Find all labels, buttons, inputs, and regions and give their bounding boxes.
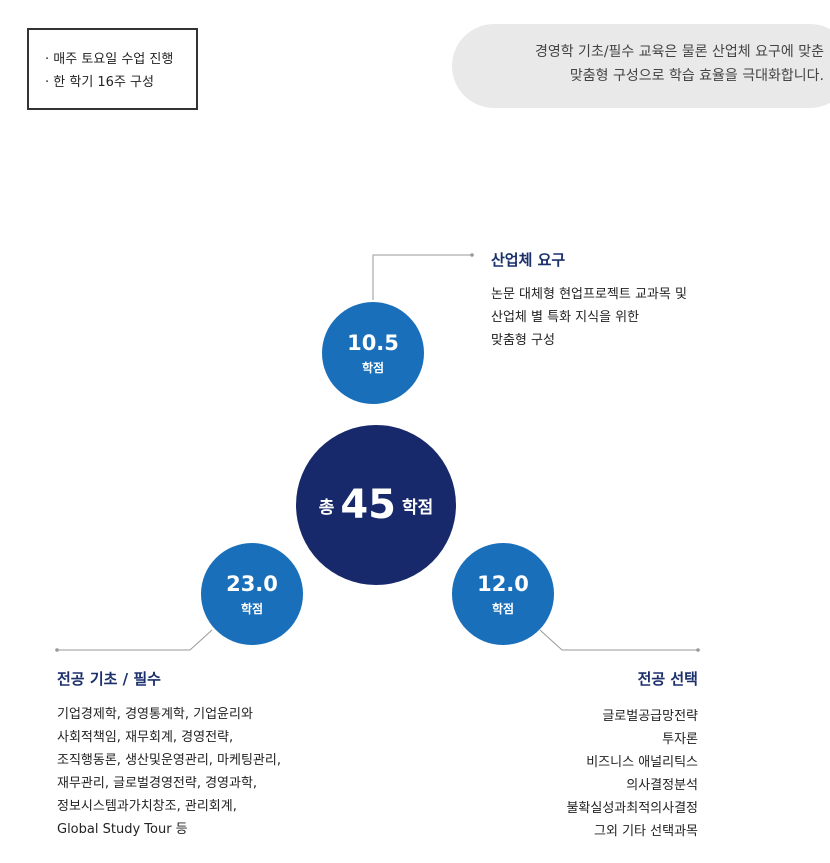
description-line: 글로벌공급망전략	[602, 709, 698, 724]
description-line: 의사결정분석	[626, 778, 698, 793]
major-elective-credit-circle: 12.0 학점	[452, 543, 554, 645]
description-line: 산업체 별 특화 지식을 위한	[491, 310, 640, 325]
description-line: 사회적책임, 재무회계, 경영전략,	[57, 730, 234, 745]
industry-description: 논문 대체형 현업프로젝트 교과목 및 산업체 별 특화 지식을 위한 맞춤형 …	[491, 283, 687, 352]
description-line: 기업경제학, 경영통계학, 기업윤리와	[57, 707, 253, 722]
credit-value: 23.0	[226, 571, 278, 596]
major-basic-connector-dot	[55, 648, 59, 652]
summary-line: 경영학 기초/필수 교육은 물론 산업체 요구에 맞춘	[534, 44, 824, 60]
summary-line: 맞춤형 구성으로 학습 효율을 극대화합니다.	[569, 68, 824, 84]
credit-unit: 학점	[361, 360, 385, 375]
description-line: 재무관리, 글로벌경영전략, 경영과학,	[57, 776, 258, 791]
industry-connector-dot	[470, 253, 474, 257]
description-line: 그외 기타 선택과목	[594, 824, 698, 839]
total-prefix: 총	[318, 497, 335, 518]
description-line: 투자론	[662, 732, 698, 747]
description-line: 조직행동론, 생산및운영관리, 마케팅관리,	[57, 753, 281, 768]
description-line: 비즈니스 애널리틱스	[586, 755, 698, 770]
info-line: · 매주 토요일 수업 진행	[45, 52, 174, 67]
description-line: 논문 대체형 현업프로젝트 교과목 및	[491, 287, 687, 302]
industry-credit-circle: 10.5 학점	[322, 302, 424, 404]
major-basic-connector	[57, 629, 213, 651]
credit-value: 12.0	[477, 571, 529, 596]
description-line: 불확실성과최적의사결정	[566, 801, 698, 816]
info-line: · 한 학기 16주 구성	[45, 75, 154, 90]
major-basic-credit-circle: 23.0 학점	[201, 543, 303, 645]
major-basic-heading: 전공 기초 / 필수	[57, 670, 161, 688]
total-credit-circle: 총 45 학점	[296, 425, 456, 585]
industry-heading: 산업체 요구	[491, 251, 566, 269]
major-elective-description: 글로벌공급망전략 투자론 비즈니스 애널리틱스 의사결정분석 불확실성과최적의사…	[566, 705, 698, 843]
industry-connector	[372, 254, 472, 300]
major-elective-connector	[539, 629, 698, 651]
description-line: 맞춤형 구성	[491, 333, 555, 348]
summary-pill: 경영학 기초/필수 교육은 물론 산업체 요구에 맞춘 맞춤형 구성으로 학습 …	[452, 24, 830, 108]
major-elective-heading: 전공 선택	[637, 670, 698, 688]
credit-unit: 학점	[491, 601, 515, 616]
description-line: 정보시스템과가치창조, 관리회계,	[57, 799, 237, 814]
credit-value: 10.5	[347, 330, 399, 355]
info-box: · 매주 토요일 수업 진행 · 한 학기 16주 구성	[27, 28, 198, 110]
credit-unit: 학점	[240, 601, 264, 616]
major-basic-description: 기업경제학, 경영통계학, 기업윤리와 사회적책임, 재무회계, 경영전략, 조…	[57, 703, 281, 841]
description-line: Global Study Tour 등	[57, 822, 188, 837]
total-suffix: 학점	[402, 497, 434, 518]
major-elective-connector-dot	[696, 648, 700, 652]
total-value: 45	[340, 482, 397, 528]
